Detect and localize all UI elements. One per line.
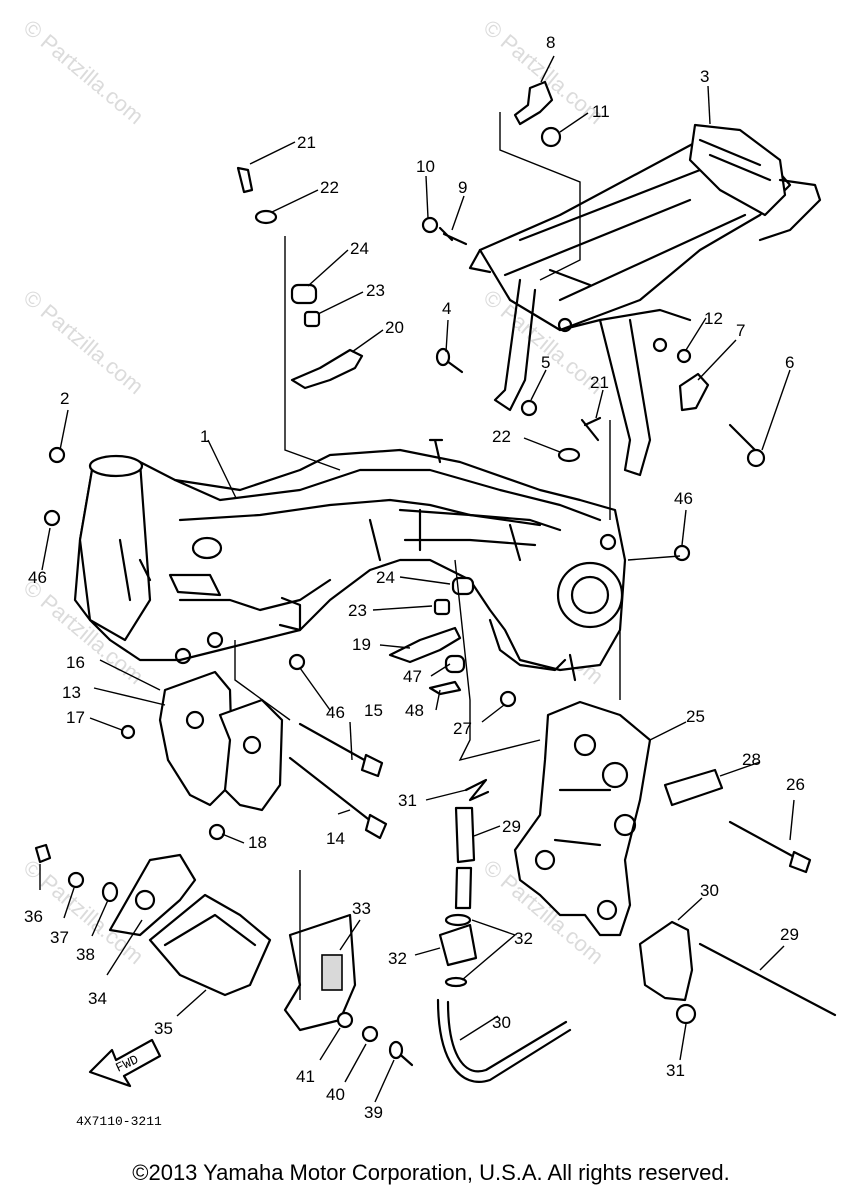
clip-48: [428, 680, 462, 696]
callout-14: 14: [326, 829, 345, 848]
callout-31-label: 31: [666, 1061, 685, 1080]
engine-bracket-16: [218, 698, 284, 812]
fasteners-lower: [34, 843, 414, 1067]
bolt-15: [298, 722, 370, 764]
callout-15: 15: [364, 701, 383, 720]
callout-42: 38: [76, 945, 95, 964]
shaft-29: [698, 942, 837, 1017]
hose-34: [436, 998, 572, 1083]
clip-36: [444, 913, 472, 927]
callout-11: 11: [592, 102, 610, 121]
callout-43: 39: [364, 1103, 383, 1122]
spring-35: [464, 778, 490, 802]
watermark: © Partzilla.com: [19, 285, 149, 399]
forward-arrow-icon: FWD: [88, 1038, 162, 1088]
bolt-26: [728, 820, 798, 860]
callout-47: 47: [403, 667, 422, 686]
damper-24-lower: [451, 576, 475, 596]
callout-45: 41: [296, 1067, 315, 1086]
callout-21b: 21: [590, 373, 609, 392]
collar-23-lower: [433, 598, 451, 616]
callout-19: 19: [352, 635, 371, 654]
callout-34: 30: [492, 1013, 511, 1032]
nut-31: [675, 1003, 697, 1025]
callout-13: 13: [62, 683, 81, 702]
callout-27: 27: [453, 719, 472, 738]
plate-39: [148, 893, 272, 997]
callout-4: 4: [442, 299, 451, 318]
callout-33: 29: [502, 817, 521, 836]
callout-32-label: 32: [388, 949, 407, 968]
callout-5: 5: [541, 353, 550, 372]
callout-36: 32: [514, 929, 533, 948]
callout-numbers: 8 11 3 21 22 10 9 24 23 4 20 12 7 5 6 21…: [24, 33, 805, 1122]
callout-46c-label: 46: [326, 703, 345, 722]
rear-bracket-25: [513, 700, 652, 937]
callout-17: 17: [66, 708, 85, 727]
callout-48: 48: [405, 701, 424, 720]
callout-2: 2: [60, 389, 69, 408]
callout-3: 3: [700, 67, 709, 86]
main-frame: [73, 438, 627, 682]
callout-26: 26: [786, 775, 805, 794]
callout-30: 30: [700, 881, 719, 900]
callout-35: 31: [398, 791, 417, 810]
callout-46a: 46: [674, 489, 693, 508]
callout-29: 29: [780, 925, 799, 944]
fasteners-upper: [43, 80, 766, 708]
callout-20: 20: [385, 318, 404, 337]
damper-24-upper: [290, 283, 318, 305]
callout-37: 33: [352, 899, 371, 918]
bolt-14: [288, 756, 374, 824]
damper-32: [438, 923, 478, 967]
callout-46b: 46: [28, 568, 47, 587]
callout-9: 9: [458, 178, 467, 197]
callout-25-label: 25: [686, 707, 705, 726]
callout-23b: 23: [348, 601, 367, 620]
callout-24a: 24: [350, 239, 369, 258]
engine-bracket-13: [158, 670, 234, 807]
callout-41: 37: [50, 928, 69, 947]
rear-subframe: [468, 123, 822, 477]
callout-44: 40: [326, 1085, 345, 1104]
callout-40: 36: [24, 907, 43, 926]
callout-21a: 21: [297, 133, 316, 152]
callout-1: 1: [200, 427, 209, 446]
callout-22b: 22: [492, 427, 511, 446]
callout-7: 7: [736, 321, 745, 340]
callout-18-label: 18: [248, 833, 267, 852]
bracket-20: [290, 348, 364, 390]
sleeve-33: [454, 806, 476, 864]
watermark: © Partzilla.com: [479, 15, 609, 129]
callout-12: 12: [704, 309, 723, 328]
callout-28: 28: [742, 750, 761, 769]
callout-38: 34: [88, 989, 107, 1008]
cover-37: [283, 913, 357, 1032]
callout-39: 35: [154, 1019, 173, 1038]
watermark: © Partzilla.com: [19, 15, 149, 129]
pad-28: [663, 768, 724, 807]
callout-24b: 24: [376, 568, 395, 587]
leader-lines: [39, 55, 795, 1103]
callout-16: 16: [66, 653, 85, 672]
callout-6: 6: [785, 353, 794, 372]
damper-47: [444, 654, 466, 674]
callout-23a: 23: [366, 281, 385, 300]
callout-22a: 22: [320, 178, 339, 197]
callout-10: 10: [416, 157, 435, 176]
copyright-notice: ©2013 Yamaha Motor Corporation, U.S.A. A…: [132, 1160, 730, 1185]
callout-8: 8: [546, 33, 555, 52]
bracket-19: [388, 626, 462, 664]
bracket-30: [638, 920, 694, 1002]
collar-23-upper: [303, 310, 321, 328]
diagram-code: 4X7110-3211: [76, 1114, 162, 1129]
